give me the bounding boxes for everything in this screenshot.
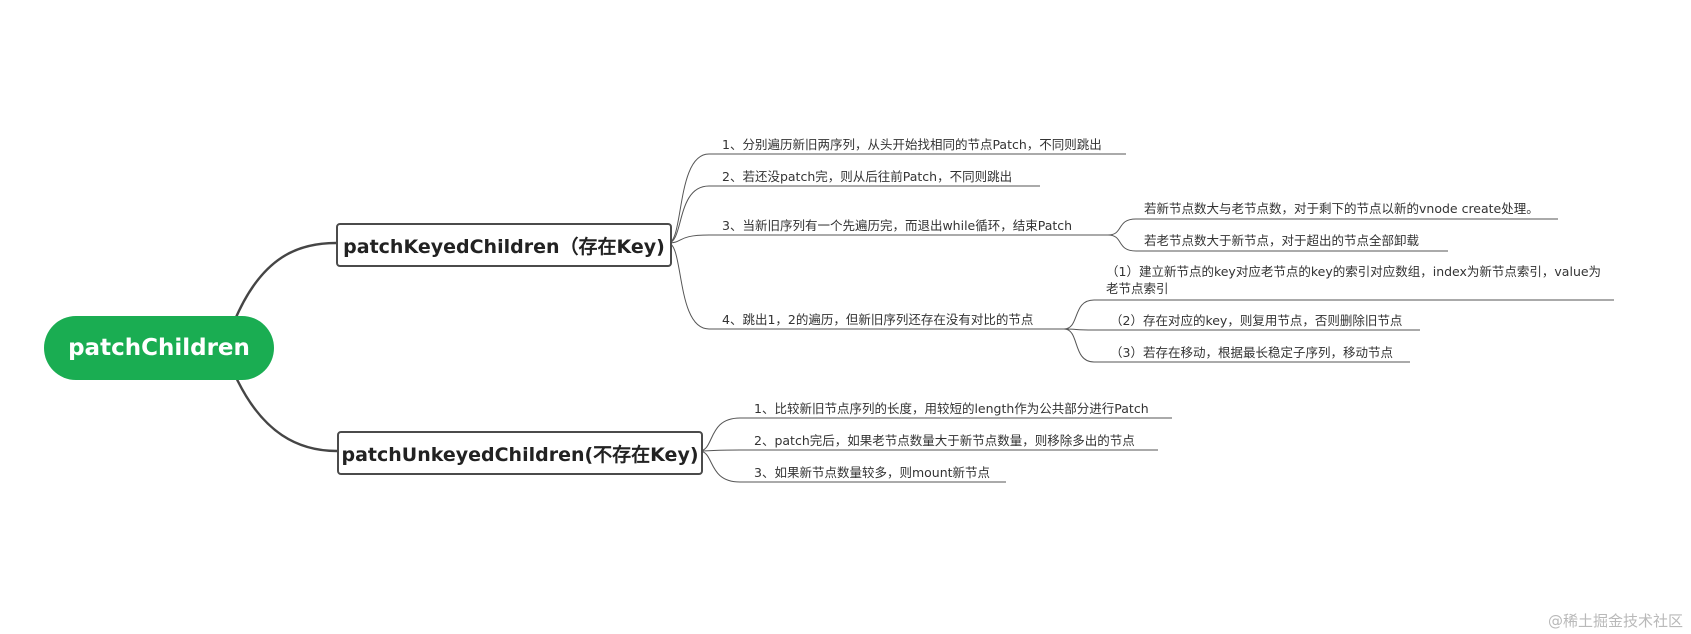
connector-item4-child-2 — [1063, 328, 1095, 331]
branch-node-keyed-label: patchKeyedChildren（存在Key) — [343, 235, 665, 258]
keyed-item-3-child-1: 若新节点数大与老节点数，对于剩下的节点以新的vnode create处理。 — [1144, 201, 1539, 216]
connector-keyed-item-1 — [667, 153, 710, 244]
keyed-item-3-child-2: 若老节点数大于新节点，对于超出的节点全部卸载 — [1144, 233, 1420, 248]
branch-node-unkeyed-label: patchUnkeyedChildren(不存在Key) — [341, 443, 699, 466]
connector-item4-child-3 — [1063, 328, 1095, 363]
connector-unkeyed-item-3 — [698, 450, 741, 483]
connector-unkeyed-item-1 — [698, 417, 741, 452]
keyed-item-4-child-2: （2）存在对应的key，则复用节点，否则删除旧节点 — [1110, 313, 1403, 328]
connector-keyed-item-4 — [667, 242, 710, 330]
root-node-label: patchChildren — [68, 335, 250, 361]
keyed-item-1: 1、分别遍历新旧两序列，从头开始找相同的节点Patch，不同则跳出 — [722, 137, 1102, 152]
keyed-item-4: 4、跳出1，2的遍历，但新旧序列还存在没有对比的节点 — [722, 312, 1034, 327]
watermark: @稀土掘金技术社区 — [1547, 612, 1683, 630]
connector-item3-child-1 — [1107, 218, 1137, 236]
unkeyed-item-3: 3、如果新节点数量较多，则mount新节点 — [754, 465, 991, 480]
keyed-item-3: 3、当新旧序列有一个先遍历完，而退出while循环，结束Patch — [722, 218, 1073, 233]
branch-node-keyed: patchKeyedChildren（存在Key) — [336, 223, 672, 267]
keyed-item-2: 2、若还没patch完，则从后往前Patch，不同则跳出 — [722, 169, 1013, 184]
keyed-item-4-child-1: （1）建立新节点的key对应老节点的key的索引对应数组，index为新节点索引… — [1106, 264, 1602, 296]
connector-keyed-item-2 — [667, 185, 710, 244]
connector-item4-child-1 — [1063, 299, 1095, 330]
unkeyed-item-1: 1、比较新旧节点序列的长度，用较短的length作为公共部分进行Patch — [754, 401, 1149, 416]
keyed-item-4-child-3: （3）若存在移动，根据最长稳定子序列，移动节点 — [1110, 345, 1393, 360]
connector-root-to-keyed — [232, 241, 337, 323]
branch-node-unkeyed: patchUnkeyedChildren(不存在Key) — [337, 431, 703, 475]
connector-root-to-unkeyed — [232, 372, 338, 453]
root-node: patchChildren — [44, 316, 274, 380]
connector-unkeyed-item-2 — [698, 449, 741, 452]
unkeyed-item-2: 2、patch完后，如果老节点数量大于新节点数量，则移除多出的节点 — [754, 433, 1135, 448]
connector-item3-child-2 — [1107, 234, 1137, 252]
